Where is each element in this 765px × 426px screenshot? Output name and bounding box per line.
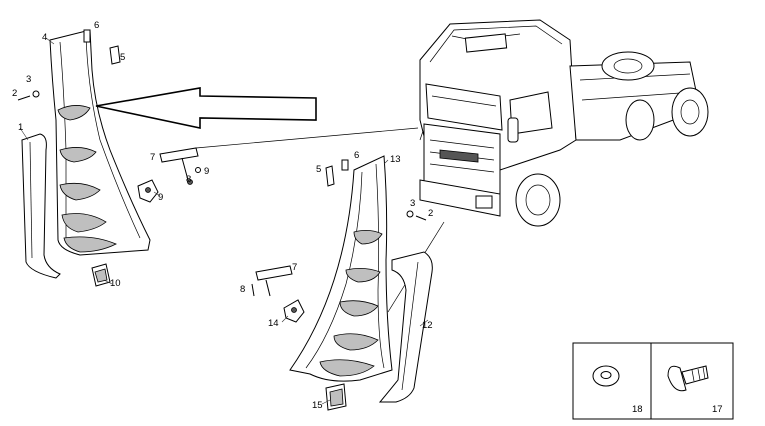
left-clip-5[interactable]: [109, 45, 121, 65]
right-pillar-cover-assembly: [251, 155, 433, 411]
callout-9-lower: 9: [158, 192, 163, 203]
callout-8-left: 8: [186, 174, 191, 185]
callout-13: 13: [390, 154, 401, 165]
callout-8-right: 8: [240, 284, 245, 295]
callout-10: 10: [110, 278, 121, 289]
hardware-inset-box: [572, 342, 734, 420]
washer-18[interactable]: [592, 365, 620, 387]
left-mounting-bracket-7[interactable]: [159, 147, 201, 185]
callout-5-right: 5: [316, 164, 321, 175]
right-trim-strip[interactable]: [378, 251, 433, 403]
callout-4: 4: [42, 32, 47, 43]
callout-7-right: 7: [292, 262, 297, 273]
truck-illustration: [419, 19, 709, 227]
callout-7-left: 7: [150, 152, 155, 163]
right-pillar-cover[interactable]: [289, 155, 393, 382]
callout-labels: 1 2 3 4 6 5 7 8 9 9 10 5 6 13 3 2 7 8 14…: [12, 20, 723, 415]
callout-1: 1: [18, 122, 23, 133]
callout-14: 14: [268, 318, 279, 329]
callout-9-upper: 9: [204, 166, 209, 177]
callout-3-left: 3: [26, 74, 31, 85]
callout-15: 15: [312, 400, 323, 411]
callout-3-right: 3: [410, 198, 415, 209]
right-mounting-bracket-7[interactable]: [255, 265, 293, 281]
callout-6-left: 6: [94, 20, 99, 31]
pointer-arrow: [95, 87, 317, 129]
callout-17: 17: [712, 404, 723, 415]
left-pillar-cover-assembly: [17, 29, 161, 287]
left-clip-6[interactable]: [83, 29, 91, 43]
bolt-17[interactable]: [667, 365, 709, 392]
callout-2-right: 2: [428, 208, 433, 219]
callout-12: 12: [422, 320, 433, 331]
left-trim-strip[interactable]: [21, 133, 61, 279]
callout-18: 18: [632, 404, 643, 415]
callout-6-right: 6: [354, 150, 359, 161]
callout-5-left: 5: [120, 52, 125, 63]
callout-2-left: 2: [12, 88, 17, 99]
